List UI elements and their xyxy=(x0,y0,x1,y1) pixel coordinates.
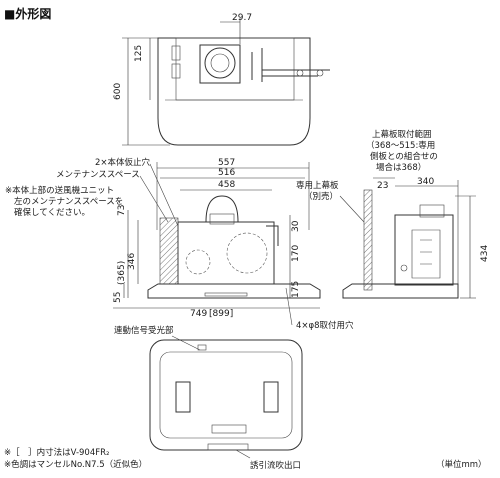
side-panel-label-1: 専用上幕板 xyxy=(296,180,339,191)
label-signal-receiver: 連動信号受光部 xyxy=(114,325,174,336)
side-header-line-4: 場合は368） xyxy=(376,162,426,173)
top-view: 29.7 125 600 xyxy=(113,13,330,146)
dim-365-paren: (365) xyxy=(117,261,127,285)
side-header-line-1: 上幕板取付範囲 xyxy=(372,129,432,140)
dim-73: 73 xyxy=(117,205,127,216)
front-view: 557 516 458 749 [899] 73 (365) 346 55 30… xyxy=(5,157,354,331)
footnote-1: ※［ ］内寸法はV-904FR₂ xyxy=(4,447,109,458)
label-stopper-holes: 2×本体仮止穴 xyxy=(95,157,151,168)
unit-label: （単位mm） xyxy=(436,459,487,470)
dim-175: 175 xyxy=(291,281,301,298)
dim-125: 125 xyxy=(134,45,144,62)
dim-offset-29-7: 29.7 xyxy=(232,13,252,23)
dim-346: 346 xyxy=(127,253,137,270)
bottom-view: 連動信号受光部 誘引流吹出口 xyxy=(114,325,303,471)
dim-434: 434 xyxy=(480,245,490,262)
dim-516: 516 xyxy=(218,168,235,178)
label-mount-holes: 4×φ8取付用穴 xyxy=(296,320,354,331)
section-title: ■外形図 xyxy=(4,6,51,21)
dim-458: 458 xyxy=(218,180,235,190)
footnote-2: ※色調はマンセルNo.N7.5（近似色） xyxy=(4,459,147,470)
dim-899: [899] xyxy=(209,309,233,319)
dim-23: 23 xyxy=(377,181,388,191)
dim-170: 170 xyxy=(291,245,301,262)
note-line-3: 確保してください。 xyxy=(14,207,90,218)
dim-340: 340 xyxy=(417,177,434,187)
label-inlet: 誘引流吹出口 xyxy=(250,460,301,471)
note-line-2: 左のメンテナンススペースを xyxy=(14,196,123,207)
side-header-line-3: 側板との組合せの xyxy=(370,151,438,162)
note-line-1: ※本体上部の送風機ユニット xyxy=(5,185,114,196)
side-header-line-2: （368～515:専用 xyxy=(366,140,435,151)
dim-55: 55 xyxy=(113,292,123,303)
side-view: 上幕板取付範囲 （368～515:専用 側板との組合せの 場合は368） 専用上… xyxy=(296,129,490,299)
dim-30: 30 xyxy=(291,220,301,232)
dim-600: 600 xyxy=(113,83,123,100)
side-panel-label-2: （別売） xyxy=(304,191,338,202)
dim-557: 557 xyxy=(218,158,235,168)
label-maintenance-space: メンテナンススペース xyxy=(56,170,140,180)
dim-749: 749 xyxy=(190,309,207,319)
